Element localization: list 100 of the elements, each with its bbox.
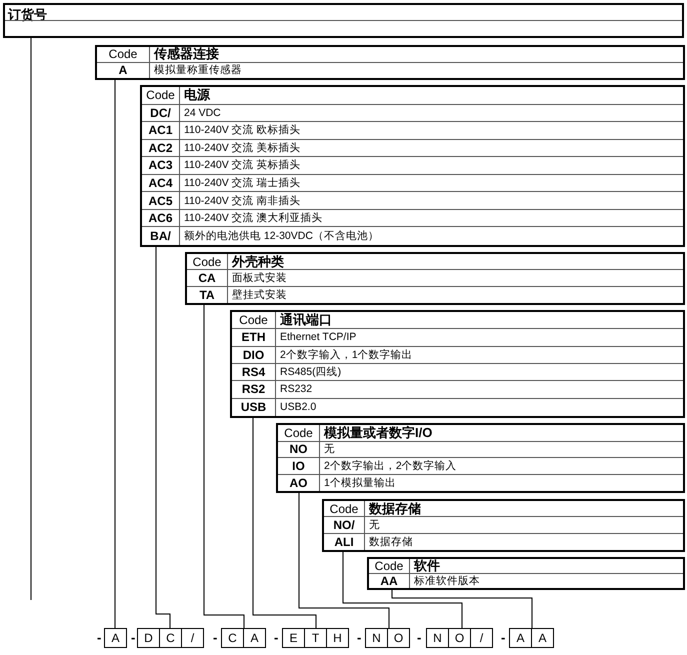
option-description: 无: [365, 517, 683, 534]
code-table: [185, 252, 685, 305]
option-description: 额外的电池供电 12-30VDC（不含电池）: [183, 229, 380, 244]
code-segment: [426, 628, 493, 648]
option-code: CA: [187, 270, 228, 287]
option-code: AA: [369, 574, 410, 588]
connector-line: [392, 590, 532, 628]
table-heading: 软件: [410, 559, 683, 574]
table-heading: 数据存储: [365, 501, 683, 518]
code-segment: [221, 628, 266, 648]
code-table: [367, 557, 685, 590]
option-code: NO/: [324, 517, 365, 534]
table-heading: 模拟量或者数字I/O: [320, 425, 683, 442]
connector-line: [342, 552, 462, 628]
option-code: AC2: [142, 140, 180, 158]
option-description: 110-240V 交流 欧标插头: [180, 122, 683, 140]
code-letter: O: [387, 628, 410, 648]
separator-dash: -: [131, 630, 136, 645]
option-description: RS232: [276, 381, 683, 399]
option-code: DC/: [142, 104, 180, 122]
code-table: [95, 45, 685, 80]
table-heading: 通讯端口: [276, 312, 683, 330]
code-letter: E: [282, 628, 305, 648]
option-code: DIO: [232, 346, 276, 364]
option-code: RS2: [232, 381, 276, 399]
code-letter: C: [159, 628, 182, 648]
table-heading: 电源: [180, 87, 683, 105]
code-segment: [365, 628, 410, 648]
code-letter: /: [181, 628, 204, 648]
option-description: 110-240V 交流 澳大利亚插头: [180, 210, 683, 228]
code-letter: T: [304, 628, 327, 648]
code-table: [276, 423, 685, 493]
option-code: RS4: [232, 364, 276, 382]
code-letter: A: [104, 628, 127, 648]
option-code: A: [97, 62, 150, 78]
code-letter: O: [448, 628, 471, 648]
column-header: Code: [97, 47, 150, 62]
code-segment: [509, 628, 554, 648]
option-description: 无: [320, 442, 683, 458]
option-description: 数据存储: [368, 534, 414, 550]
separator-dash: -: [501, 630, 506, 645]
option-description: 面板式安装: [228, 270, 683, 287]
column-header: Code: [187, 254, 228, 270]
option-code: AC3: [142, 157, 180, 175]
separator-dash: -: [97, 630, 102, 645]
option-code: AC6: [142, 210, 180, 228]
code-letter: N: [426, 628, 449, 648]
option-description: 2个数字输入，1个数字输出: [276, 346, 683, 364]
table-heading: 外壳种类: [228, 254, 683, 270]
code-table: [140, 85, 685, 247]
code-table: [230, 310, 685, 418]
code-segment: [137, 628, 204, 648]
option-code: AC1: [142, 122, 180, 140]
code-letter: /: [470, 628, 493, 648]
connector-line: [156, 246, 170, 628]
separator-dash: -: [417, 630, 422, 645]
option-code: AC4: [142, 174, 180, 192]
option-description: 110-240V 交流 瑞士插头: [180, 174, 683, 192]
column-header: Code: [369, 559, 410, 574]
column-header: Code: [142, 87, 180, 105]
separator-dash: -: [357, 630, 362, 645]
code-letter: A: [243, 628, 266, 648]
option-code: NO: [278, 442, 320, 458]
separator-dash: -: [213, 630, 218, 645]
option-description: 110-240V 交流 英标插头: [180, 157, 683, 175]
option-description: USB2.0: [279, 400, 318, 416]
option-code: ALI: [324, 534, 365, 550]
code-letter: H: [326, 628, 349, 648]
table-heading: 传感器连接: [150, 47, 683, 62]
option-code: AC5: [142, 192, 180, 210]
option-code: IO: [278, 458, 320, 474]
code-letter: A: [531, 628, 554, 648]
option-code: USB: [232, 398, 276, 416]
option-description: 24 VDC: [180, 104, 683, 122]
code-letter: D: [137, 628, 160, 648]
connector-line: [252, 418, 316, 628]
option-description: 标准软件版本: [413, 574, 481, 588]
code-letter: N: [365, 628, 388, 648]
option-description: 1个模拟量输出: [323, 476, 397, 491]
code-letter: A: [509, 628, 532, 648]
code-letter: C: [221, 628, 244, 648]
option-description: Ethernet TCP/IP: [276, 329, 683, 347]
option-description: RS485(四线): [276, 364, 683, 382]
separator-dash: -: [274, 630, 278, 645]
connector-line: [30, 38, 32, 600]
option-description: 模拟量称重传感器: [153, 63, 243, 78]
option-description: 2个数字输出，2个数字输入: [320, 458, 683, 474]
option-code: AO: [278, 474, 320, 491]
option-code: BA/: [142, 227, 180, 245]
order-number-box: [3, 3, 684, 38]
code-table: [322, 499, 685, 552]
column-header: Code: [324, 501, 365, 518]
option-code: ETH: [232, 329, 276, 347]
column-header: Code: [232, 312, 276, 330]
option-description: 110-240V 交流 南非插头: [180, 192, 683, 210]
code-segment: [282, 628, 349, 648]
option-code: TA: [187, 286, 228, 303]
connector-line: [204, 304, 244, 628]
connector-line: [114, 80, 116, 628]
connector-line: [298, 492, 390, 628]
